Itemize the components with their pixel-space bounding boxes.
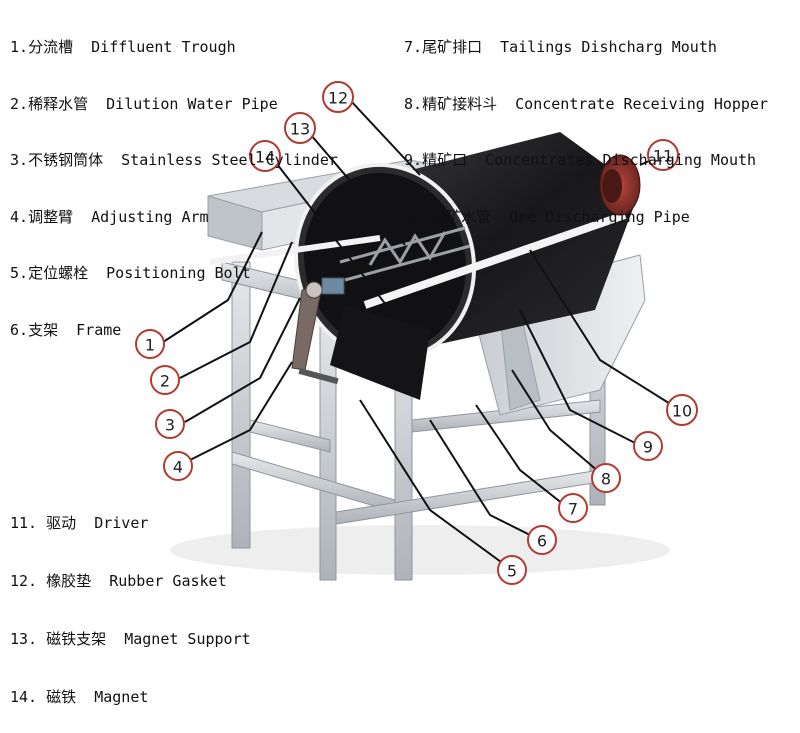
callout-10: 10 bbox=[666, 394, 698, 426]
magnet-support bbox=[339, 226, 471, 282]
svg-text:13: 13 bbox=[290, 120, 310, 139]
svg-text:10: 10 bbox=[672, 402, 692, 421]
callout-9: 9 bbox=[633, 431, 663, 461]
legend-top-left: 1.分流槽 Diffluent Trough 2.稀释水管 Dilution W… bbox=[10, 10, 338, 364]
svg-text:3: 3 bbox=[165, 416, 175, 435]
callout-1: 1 bbox=[135, 329, 165, 359]
legend-item: 13. 磁铁支架 Magnet Support bbox=[10, 630, 251, 648]
svg-text:2: 2 bbox=[160, 372, 170, 391]
legend-item: 7.尾矿排口 Tailings Dishcharg Mouth bbox=[404, 38, 717, 56]
legend-item: 10.卸矿水管 Ore Discharging Pipe bbox=[404, 207, 690, 226]
machine-illustration: 1 2 3 4 5 6 7 8 9 10 11 12 13 14 bbox=[135, 81, 698, 585]
adjusting-arm bbox=[291, 277, 345, 371]
svg-text:8: 8 bbox=[601, 470, 611, 489]
legend-item: 5.定位螺栓 Positioning Bolt bbox=[10, 264, 251, 282]
svg-text:9: 9 bbox=[643, 438, 653, 457]
stainless-steel-cylinder bbox=[293, 132, 640, 400]
callout-3: 3 bbox=[155, 409, 185, 439]
svg-text:1: 1 bbox=[145, 336, 155, 355]
legend-item: 2.稀释水管 Dilution Water Pipe bbox=[10, 94, 278, 113]
dilution-water-pipe bbox=[209, 235, 381, 265]
legend-item: 14. 磁铁 Magnet bbox=[10, 688, 149, 706]
callout-8: 8 bbox=[591, 463, 621, 493]
legend-item: 11. 驱动 Driver bbox=[10, 514, 149, 532]
pipes bbox=[209, 211, 627, 309]
legend-item: 3.不锈钢筒体 Stainless Steel Cylinder bbox=[10, 151, 338, 169]
leader-lines bbox=[159, 99, 681, 571]
legend-item: 4.调整臂 Adjusting Arm bbox=[10, 207, 209, 226]
legend-item: 12. 橡胶垫 Rubber Gasket bbox=[10, 572, 227, 590]
legend-item: 1.分流槽 Diffluent Trough bbox=[10, 38, 236, 56]
legend-item: 8.精矿接料斗 Concentrate Receiving Hopper bbox=[404, 94, 769, 113]
svg-text:11: 11 bbox=[653, 147, 673, 166]
svg-text:5: 5 bbox=[507, 562, 517, 581]
callout-11: 11 bbox=[647, 139, 679, 171]
callout-12: 12 bbox=[322, 81, 354, 113]
svg-text:12: 12 bbox=[328, 89, 348, 108]
callout-5: 5 bbox=[497, 555, 527, 585]
positioning-bolt bbox=[298, 368, 339, 385]
legend-bottom-left: 11. 驱动 Driver 12. 橡胶垫 Rubber Gasket 13. … bbox=[10, 486, 251, 733]
legend-top-right: 7.尾矿排口 Tailings Dishcharg Mouth 8.精矿接料斗 … bbox=[404, 10, 768, 251]
callout-13: 13 bbox=[284, 112, 316, 144]
svg-text:4: 4 bbox=[173, 458, 183, 477]
driver-motor bbox=[599, 154, 641, 216]
svg-text:6: 6 bbox=[537, 532, 547, 551]
diagram: 1 2 3 4 5 6 7 8 9 10 11 12 13 14 bbox=[135, 81, 698, 585]
svg-text:7: 7 bbox=[568, 500, 578, 519]
callout-4: 4 bbox=[163, 451, 193, 481]
callout-14: 14 bbox=[249, 140, 281, 172]
legend-item: 6.支架 Frame bbox=[10, 320, 122, 339]
callout-6: 6 bbox=[527, 525, 557, 555]
callout-7: 7 bbox=[558, 493, 588, 523]
ore-discharging-pipe bbox=[363, 211, 627, 309]
legend-item: 9.精矿口 Concentrates Discharging Mouth bbox=[404, 151, 757, 169]
svg-text:14: 14 bbox=[255, 148, 275, 167]
callout-2: 2 bbox=[150, 365, 180, 395]
